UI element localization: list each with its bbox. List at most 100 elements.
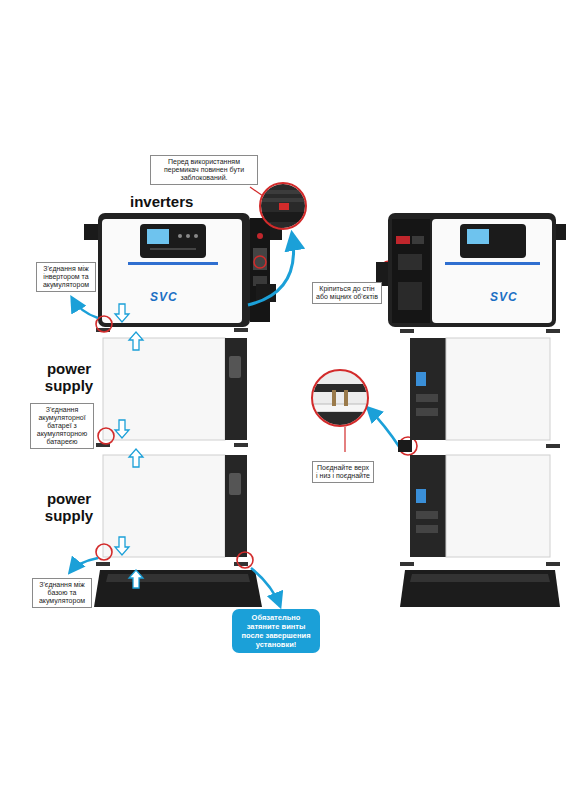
illustration-part	[261, 184, 305, 228]
illustration-part	[72, 298, 98, 318]
illustration-part	[446, 338, 550, 440]
illustration-part	[344, 427, 345, 452]
illustration-part	[115, 304, 129, 322]
illustration-part	[103, 338, 225, 440]
illustration-part	[416, 525, 438, 533]
illustration-part	[96, 562, 110, 566]
illustration-part	[84, 224, 100, 240]
warning-box: Обязательно затяните винты после заверше…	[232, 609, 320, 653]
illustration-part	[102, 219, 242, 323]
illustration-part	[368, 408, 400, 448]
illustration-part	[416, 511, 438, 519]
illustration-part	[225, 338, 247, 440]
illustration-part	[194, 234, 198, 238]
illustration-part	[262, 212, 306, 222]
illustration-part	[312, 384, 372, 392]
section-title: power supply	[40, 490, 98, 525]
illustration-part	[416, 408, 438, 416]
callout-text: Кріпиться до стін або міцних об'єктів	[316, 285, 378, 301]
pointer-arrow	[70, 298, 400, 606]
illustration-part	[225, 455, 247, 557]
illustration-part	[556, 224, 566, 240]
illustration-part	[262, 198, 306, 202]
illustration-part	[412, 236, 424, 244]
callout-text: З'єднання акумуляторної батареї з акумул…	[34, 406, 90, 446]
illustration-part	[129, 449, 143, 467]
callout-box: З'єднання між базою та акумулятором	[32, 578, 92, 608]
illustration-part	[398, 440, 412, 452]
assembly-arrow	[115, 304, 143, 588]
illustration-part	[410, 338, 446, 440]
callout-text: Поєднайте верх і низ і поєднайте	[316, 464, 370, 480]
brand-logo: SVC	[490, 290, 540, 304]
illustration-part	[446, 455, 550, 557]
illustration-part	[432, 219, 552, 323]
battery-module	[398, 338, 550, 557]
illustration-part	[460, 224, 526, 258]
illustration-part	[253, 248, 267, 270]
illustration-part	[129, 570, 143, 588]
illustration-part	[416, 489, 426, 503]
illustration-part	[94, 570, 262, 607]
illustration-part	[140, 224, 206, 258]
callout-text: З'єднання між інвертором та акумулятором	[40, 265, 92, 289]
illustration-part	[260, 183, 306, 229]
illustration-part	[234, 562, 248, 566]
illustration-part	[445, 262, 540, 265]
illustration-part	[98, 213, 250, 327]
switch-inset	[248, 183, 306, 305]
illustration-part	[279, 203, 289, 210]
section-title: power supply	[40, 360, 98, 395]
bracket	[96, 328, 560, 566]
illustration-part	[251, 568, 280, 606]
illustration-part	[186, 234, 190, 238]
illustration-part	[398, 254, 422, 270]
illustration-part	[115, 420, 129, 438]
brand-logo: SVC	[490, 290, 540, 304]
base	[94, 570, 262, 607]
illustration-part	[344, 390, 348, 406]
illustration-part	[416, 372, 426, 386]
section-title: power supply	[40, 490, 98, 525]
illustration-part	[312, 370, 368, 426]
callout-box: З'єднання між інвертором та акумулятором	[36, 262, 96, 292]
illustration-part	[416, 394, 438, 402]
illustration-part	[400, 570, 560, 607]
illustration-part	[546, 329, 560, 333]
illustration-part	[234, 328, 248, 332]
section-title: inverters	[130, 193, 220, 210]
base	[400, 570, 560, 607]
callout-text: З'єднання між базою та акумулятором	[36, 581, 88, 605]
inverter-rear	[376, 213, 566, 327]
illustration-part	[150, 248, 196, 250]
illustration-part	[248, 234, 294, 305]
illustration-part	[178, 234, 182, 238]
illustration-part	[257, 233, 263, 239]
illustration-part	[234, 443, 248, 447]
illustration-part	[400, 562, 414, 566]
illustration-part	[250, 218, 270, 322]
illustration-part	[546, 444, 560, 448]
illustration-part	[398, 282, 422, 310]
callout-text: Перед використанням перемикач повинен бу…	[154, 158, 254, 182]
illustration-part	[96, 544, 112, 560]
illustration-part	[128, 262, 218, 265]
inverter-front	[84, 213, 282, 327]
brand-logo: SVC	[150, 290, 200, 304]
illustration-part	[392, 219, 430, 323]
illustration-part	[388, 213, 556, 327]
illustration-part	[262, 190, 306, 222]
illustration-part	[254, 256, 266, 268]
illustration-part	[106, 574, 250, 582]
illustration-part	[98, 428, 114, 444]
detail-circle	[96, 261, 417, 568]
illustration-part	[467, 229, 489, 244]
illustration-part	[229, 473, 241, 495]
illustration-part	[115, 537, 129, 555]
illustration-part	[129, 332, 143, 350]
brand-logo: SVC	[150, 290, 200, 304]
illustration-part	[332, 390, 336, 406]
illustration-part	[546, 562, 560, 566]
